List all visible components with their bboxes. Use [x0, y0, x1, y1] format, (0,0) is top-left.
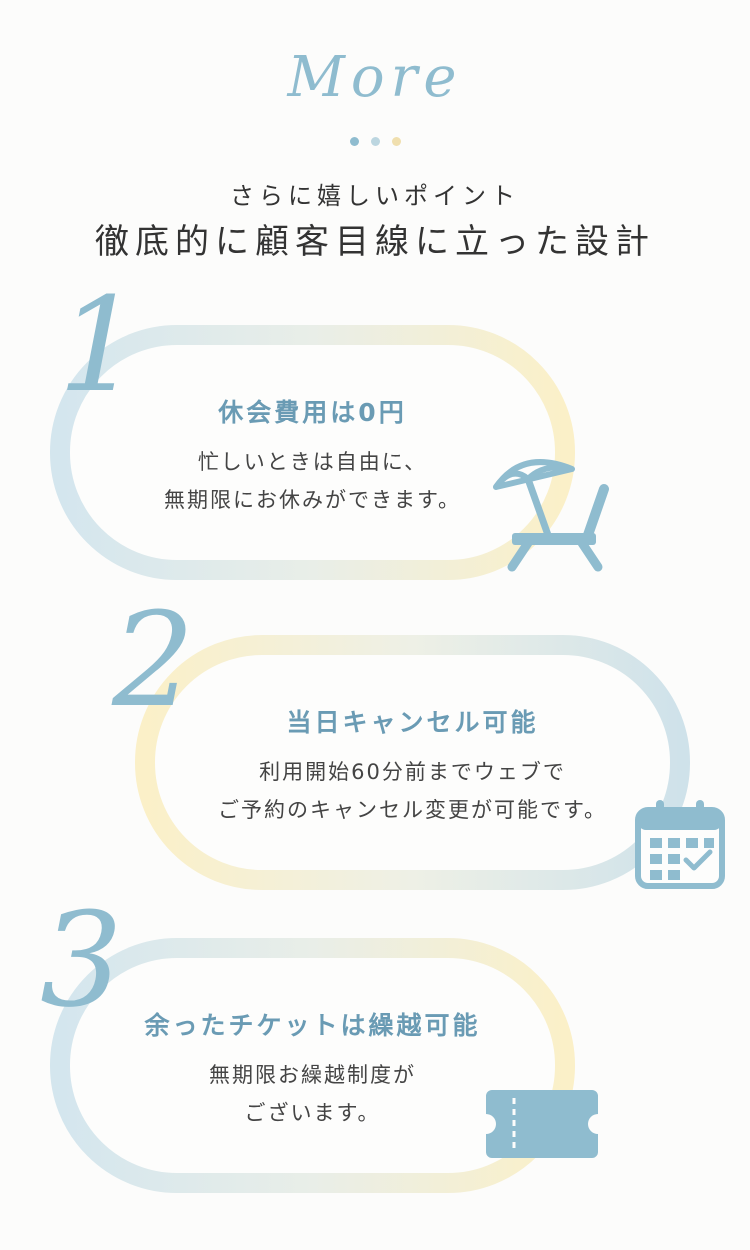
section-title: 徹底的に顧客目線に立った設計 [95, 222, 655, 262]
beach-chair-umbrella-icon [493, 459, 609, 572]
card-2-frame [135, 635, 690, 890]
ticket-icon [486, 1090, 598, 1158]
card-3-heading: 余ったチケットは繰越可能 [144, 1011, 481, 1040]
card-1-body-line-1: 忙しいときは自由に、 [197, 450, 428, 474]
card-2-heading: 当日キャンセル可能 [286, 708, 539, 737]
card-3-frame [50, 938, 575, 1193]
card-3-number: 3 [40, 884, 123, 1036]
card-1-frame [50, 325, 575, 580]
card-2-body-line-1: 利用開始60分前までウェブで [259, 760, 566, 784]
feature-card-3: 余ったチケットは繰越可能 無期限お繰越制度が ございます。 [50, 938, 575, 1193]
card-1-body-line-2: 無期限にお休みができます。 [164, 488, 461, 512]
dot-1 [349, 137, 359, 146]
card-3-body-line-2: ございます。 [244, 1101, 381, 1125]
dot-3 [391, 137, 401, 146]
card-2-number: 2 [112, 584, 195, 736]
decorative-dots [0, 137, 750, 146]
section-subtitle: さらに嬉しいポイント [230, 182, 520, 210]
dot-2 [370, 137, 380, 146]
calendar-check-icon [635, 800, 725, 889]
feature-card-2: 当日キャンセル可能 利用開始60分前までウェブで ご予約のキャンセル変更が可能で… [135, 635, 690, 890]
more-script-title: More [287, 45, 463, 110]
card-1-number: 1 [58, 269, 141, 421]
feature-card-1: 休会費用は0円 忙しいときは自由に、 無期限にお休みができます。 [50, 325, 575, 580]
card-1-heading: 休会費用は0円 [218, 398, 407, 427]
card-2-body-line-2: ご予約のキャンセル変更が可能です。 [218, 798, 607, 822]
card-3-body-line-1: 無期限お繰越制度が [209, 1063, 416, 1087]
